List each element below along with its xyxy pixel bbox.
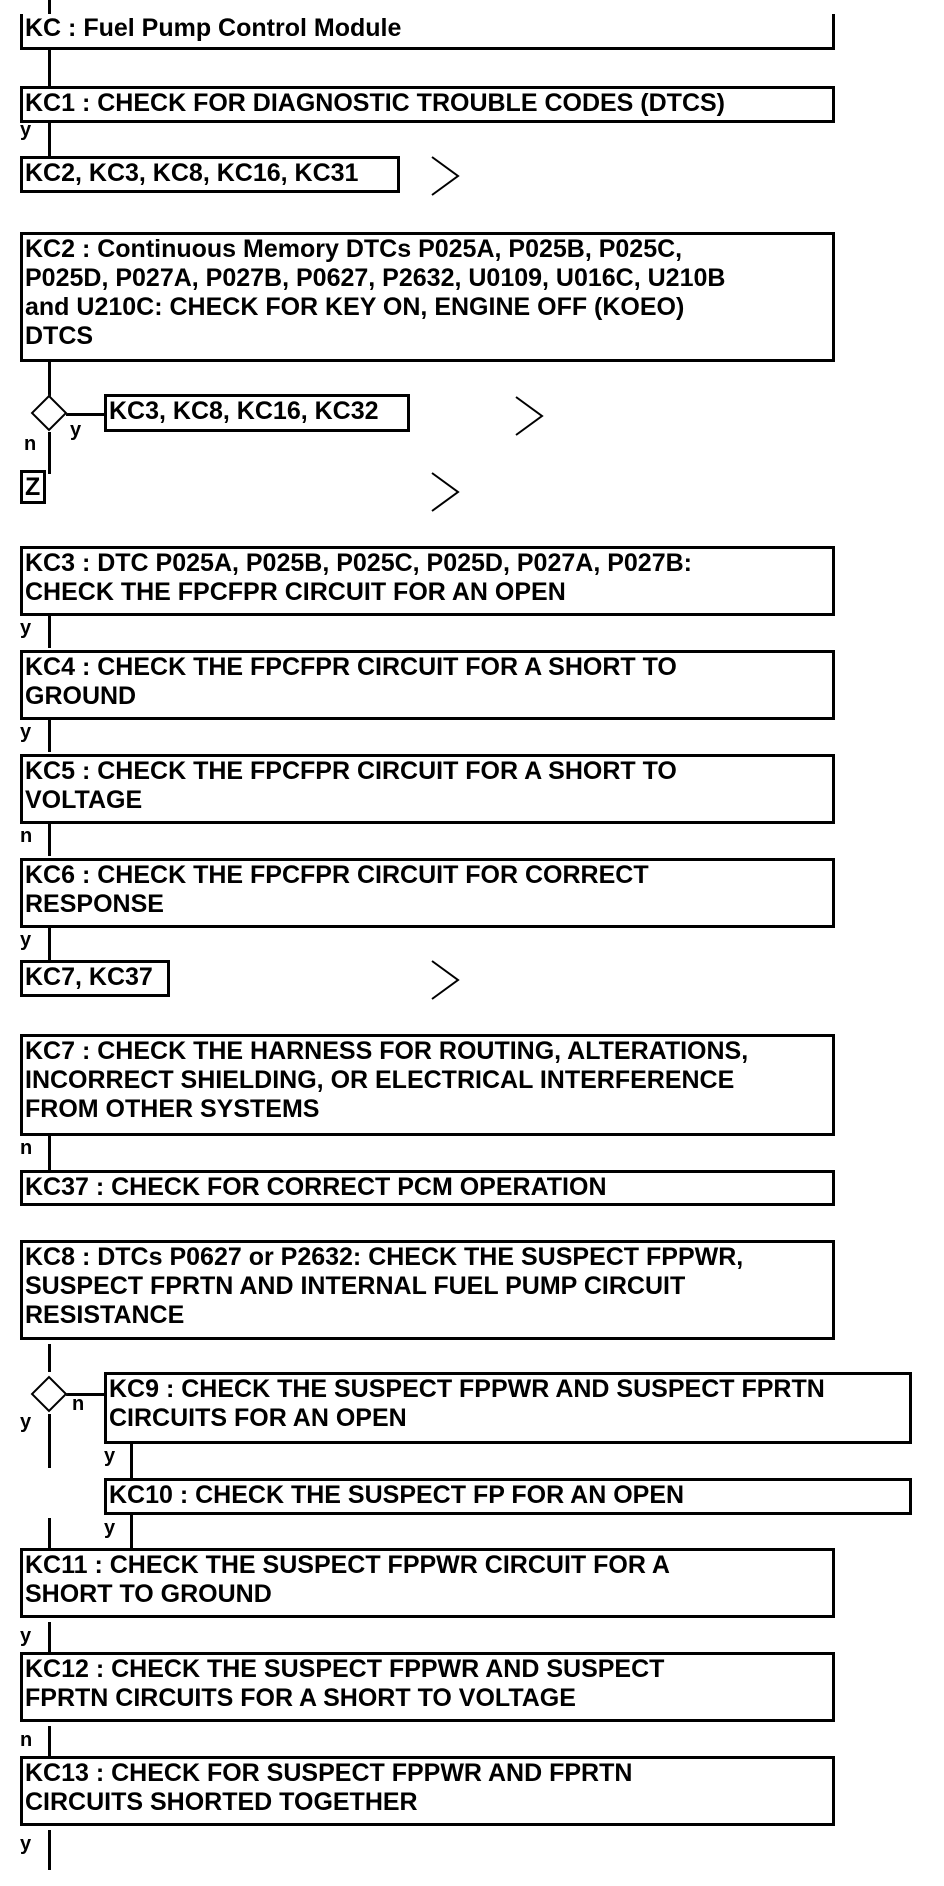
chevron-right-icon[interactable]	[512, 394, 546, 438]
branch-label: y	[20, 1833, 32, 1855]
connector-line	[48, 0, 51, 14]
step-kc37: KC37 : CHECK FOR CORRECT PCM OPERATION	[20, 1170, 835, 1206]
branch-label: y	[20, 119, 32, 141]
branch-label: n	[20, 1729, 33, 1751]
connector-line	[48, 360, 51, 398]
branch-label: y	[20, 721, 32, 743]
step-kc10: KC10 : CHECK THE SUSPECT FP FOR AN OPEN	[104, 1478, 912, 1515]
connector-line	[48, 1518, 51, 1566]
branch-label: n	[20, 1137, 33, 1159]
connector-line	[48, 432, 51, 474]
connector-line	[48, 1414, 51, 1460]
connector-line	[48, 1726, 51, 1764]
connector-line	[48, 48, 51, 86]
connector-line	[48, 120, 51, 158]
step-kc11: KC11 : CHECK THE SUSPECT FPPWR CIRCUIT F…	[20, 1548, 835, 1618]
connector-line	[48, 1344, 51, 1372]
connector-line	[48, 926, 51, 962]
connector-line	[48, 1452, 51, 1468]
module-title: KC : Fuel Pump Control Module	[20, 14, 835, 50]
branch-label: y	[20, 929, 32, 951]
ref-link-kc3-group[interactable]: KC3, KC8, KC16, KC32	[104, 394, 410, 432]
step-kc12: KC12 : CHECK THE SUSPECT FPPWR AND SUSPE…	[20, 1652, 835, 1722]
connector-line	[130, 1444, 133, 1480]
chevron-right-icon[interactable]	[428, 154, 462, 198]
branch-label: y	[20, 1411, 32, 1433]
branch-label: y	[104, 1517, 116, 1539]
branch-label: n	[20, 825, 33, 847]
step-kc2: KC2 : Continuous Memory DTCs P025A, P025…	[20, 232, 835, 362]
connector-line	[48, 822, 51, 856]
branch-label: y	[20, 1625, 32, 1647]
step-kc1: KC1 : CHECK FOR DIAGNOSTIC TROUBLE CODES…	[20, 86, 835, 123]
branch-label: n	[72, 1393, 85, 1415]
connector-line	[66, 413, 106, 416]
decision-diamond-icon	[30, 394, 68, 432]
decision-diamond-icon	[30, 1375, 68, 1413]
step-kc4: KC4 : CHECK THE FPCFPR CIRCUIT FOR A SHO…	[20, 650, 835, 720]
branch-label: n	[24, 433, 37, 455]
branch-label: y	[104, 1445, 116, 1467]
step-kc3: KC3 : DTC P025A, P025B, P025C, P025D, P0…	[20, 546, 835, 616]
step-kc13: KC13 : CHECK FOR SUSPECT FPPWR AND FPRTN…	[20, 1756, 835, 1826]
chevron-right-icon[interactable]	[428, 470, 462, 514]
connector-line	[48, 718, 51, 752]
connector-line	[48, 1622, 51, 1660]
connector-line	[48, 614, 51, 648]
connector-line	[130, 1515, 133, 1551]
step-kc9: KC9 : CHECK THE SUSPECT FPPWR AND SUSPEC…	[104, 1372, 912, 1444]
connector-line	[48, 1830, 51, 1870]
connector-line	[48, 1134, 51, 1176]
branch-label: y	[20, 617, 32, 639]
step-kc6: KC6 : CHECK THE FPCFPR CIRCUIT FOR CORRE…	[20, 858, 835, 928]
ref-link-kc7-group[interactable]: KC7, KC37	[20, 960, 170, 997]
step-kc8: KC8 : DTCs P0627 or P2632: CHECK THE SUS…	[20, 1240, 835, 1340]
step-kc5: KC5 : CHECK THE FPCFPR CIRCUIT FOR A SHO…	[20, 754, 835, 824]
step-kc7: KC7 : CHECK THE HARNESS FOR ROUTING, ALT…	[20, 1034, 835, 1136]
ref-link-z[interactable]: Z	[20, 470, 46, 504]
ref-link-kc2-group[interactable]: KC2, KC3, KC8, KC16, KC31	[20, 156, 400, 193]
connector-line	[66, 1393, 106, 1396]
chevron-right-icon[interactable]	[428, 958, 462, 1002]
branch-label: y	[70, 419, 82, 441]
